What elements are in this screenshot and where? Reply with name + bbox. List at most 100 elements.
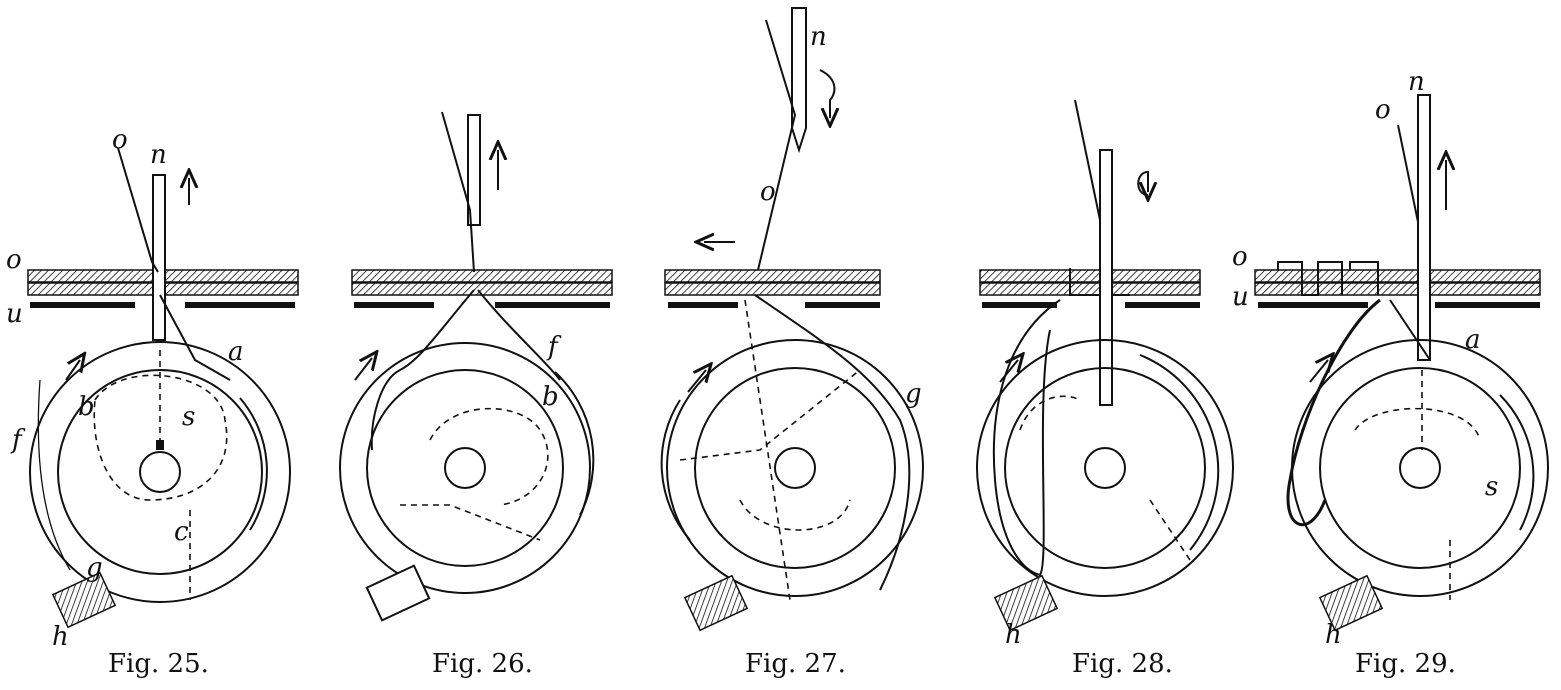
rotation-arrow [687, 370, 706, 393]
rotation-arrow [65, 360, 80, 381]
label-n: n [150, 140, 167, 170]
needle-direction-arrow [1137, 170, 1148, 195]
needle-plate-right [185, 302, 295, 308]
shuttle-outline-left [37, 379, 71, 571]
bobbin-thread-dashed [429, 407, 549, 506]
needle-plate-left [1258, 302, 1368, 308]
label-g: g [86, 553, 103, 583]
label-u: u [6, 299, 23, 329]
bobbin-case [1004, 367, 1206, 569]
shuttle-hook [1139, 354, 1220, 551]
shuttle-race [339, 342, 591, 594]
label-s: s [1485, 472, 1498, 502]
bobbin-hub [774, 447, 816, 489]
caption-fig-25: Fig. 25. [108, 649, 209, 679]
rotation-arrow [999, 360, 1018, 383]
bobbin-case [1319, 367, 1521, 569]
stitch-loop-right [1111, 268, 1130, 296]
needle-plate-left [354, 302, 434, 308]
needle-plate-left [982, 302, 1057, 308]
bobbin-case [57, 369, 263, 575]
figure-29: o n o u a s h Fig. 29. [1232, 67, 1549, 679]
label-a: a [228, 337, 244, 367]
thread-loop-large [992, 299, 1061, 577]
bobbin-hub [444, 447, 486, 489]
needle-plate-right [1435, 302, 1540, 308]
caption-fig-29: Fig. 29. [1355, 649, 1456, 679]
thread-loop-right [477, 289, 561, 381]
bobbin-case [366, 369, 564, 567]
shuttle-hook [554, 371, 595, 516]
bobbin-hub [1399, 447, 1441, 489]
upper-thread [1397, 124, 1419, 223]
thread-loop-right [754, 294, 911, 591]
stitch-loop [1349, 261, 1379, 295]
upper-thread [117, 147, 159, 273]
figure-28: h Fig. 28. [976, 99, 1234, 679]
fabric-lower-layer [664, 282, 881, 296]
bobbin-hub [1084, 447, 1126, 489]
label-o-top: o [1375, 95, 1391, 125]
bobbin-thread-loop [93, 374, 228, 501]
fabric-lower-layer [979, 282, 1201, 296]
label-c: c [174, 517, 189, 547]
thread-lower-dashed [400, 504, 541, 541]
bobbin-case [694, 367, 896, 569]
fabric-lower-layer [351, 282, 613, 296]
needle-plate-right [495, 302, 610, 308]
fabric-upper-layer [979, 269, 1201, 283]
stitch-loop-left [1069, 268, 1100, 296]
shuttle-driver [683, 574, 749, 632]
bobbin-catch [156, 440, 164, 450]
needle-direction-arrow [819, 69, 834, 118]
rotation-arrow [1309, 360, 1328, 383]
needle-plate-right [805, 302, 880, 308]
needle-plate-right [1125, 302, 1200, 308]
shuttle-driver [365, 564, 431, 622]
caption-fig-28: Fig. 28. [1072, 649, 1173, 679]
fabric-upper-layer [1254, 269, 1541, 283]
caption-fig-27: Fig. 27. [745, 649, 846, 679]
shuttle-hook [239, 397, 268, 531]
upper-thread [1074, 99, 1101, 221]
shuttle-race [976, 339, 1234, 597]
shuttle-driver [51, 571, 117, 629]
upper-thread [757, 19, 797, 271]
label-u: u [1232, 282, 1249, 312]
label-f: f [546, 332, 562, 362]
thread-loop-bold [1286, 298, 1381, 527]
rotation-arrow [354, 358, 372, 381]
bobbin-thread-dashed [739, 499, 851, 531]
fabric-upper-layer [664, 269, 881, 283]
shuttle-driver [1318, 574, 1384, 632]
fabric-upper-layer [351, 269, 613, 283]
label-n: n [810, 22, 827, 52]
thread-dashed-diagonal [679, 369, 861, 461]
label-b: b [78, 392, 95, 422]
needle [1099, 149, 1113, 406]
caption-fig-26: Fig. 26. [432, 649, 533, 679]
thread-dashed-upper [1019, 395, 1081, 431]
label-b: b [542, 382, 559, 412]
needle [152, 174, 166, 341]
label-s: s [182, 402, 195, 432]
thread-loop-a [159, 294, 231, 381]
thread-to-hook [1389, 299, 1431, 361]
fabric-lower-layer [1254, 282, 1541, 296]
shuttle-hook [660, 399, 691, 541]
shuttle-race [1291, 339, 1549, 597]
label-o-top: o [112, 125, 128, 155]
label-g: g [905, 379, 922, 409]
figure-25: o n o u a b s f c g h Fig. 25. [6, 125, 299, 679]
shuttle-driver [993, 574, 1059, 632]
thread-dashed-vertical [744, 299, 791, 601]
label-o-side: o [1232, 242, 1248, 272]
bobbin-hub [139, 451, 181, 493]
figure-26: f b Fig. 26. [339, 111, 613, 679]
label-o-side: o [6, 245, 22, 275]
label-f: f [10, 425, 26, 455]
thread-dashed-lower [1149, 499, 1191, 561]
upper-thread [441, 111, 475, 273]
